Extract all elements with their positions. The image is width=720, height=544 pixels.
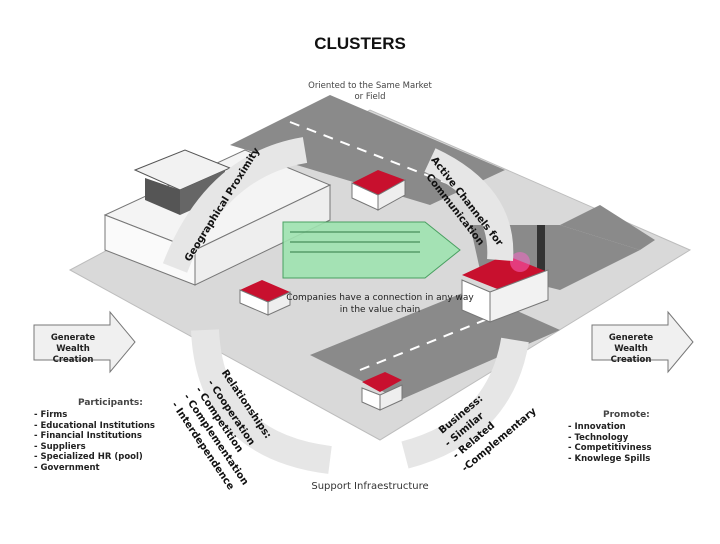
participants-list: - Firms - Educational Institutions - Fin…	[34, 410, 155, 473]
house-bottom-side	[379, 384, 403, 411]
participants-title: Participants:	[78, 398, 143, 408]
channels-arc	[424, 148, 514, 261]
diagram-title: CLUSTERS	[314, 34, 406, 53]
roof-block-side	[180, 170, 225, 215]
factory-chimney	[537, 225, 545, 275]
promote-item: - Knowlege Spills	[568, 453, 651, 464]
promote-item: - Technology	[568, 432, 629, 443]
oriented-label: Oriented to the Same Market or Field	[308, 81, 432, 102]
right-arrow-label: Generete Wealth Creation	[608, 333, 654, 365]
business-arc	[401, 337, 529, 469]
big-building-side	[194, 184, 331, 286]
left-arrow-label: Generate Wealth Creation	[50, 333, 96, 365]
factory-glow	[510, 252, 530, 272]
roof-block-front	[145, 178, 180, 215]
promote-list: - Innovation - Technology - Competitivin…	[568, 422, 652, 464]
house-mid-roof	[240, 280, 290, 302]
participant-item: - Financial Institutions	[34, 431, 142, 441]
road-right-end	[560, 205, 655, 250]
house-top-side	[377, 179, 406, 211]
value-chain-arrow	[282, 221, 461, 279]
participant-item: - Government	[34, 462, 100, 473]
house-mid-side	[267, 291, 291, 316]
promote-title: Promote:	[603, 410, 650, 420]
promote-item: - Innovation	[568, 422, 626, 432]
support-label: Support Infraestructure	[311, 481, 429, 492]
participant-item: - Firms	[34, 410, 68, 420]
relationships-arc	[191, 329, 332, 474]
left-arrow-shape	[33, 310, 136, 374]
participant-item: - Specialized HR (pool)	[34, 452, 143, 462]
house-bottom-roof	[362, 372, 402, 392]
geo-arc	[162, 137, 308, 273]
promote-item: - Competitiviness	[568, 443, 652, 453]
factory-side	[489, 269, 549, 323]
value-chain-label: Companies have a connection in any way i…	[286, 293, 474, 315]
participant-item: - Suppliers	[34, 441, 86, 452]
participant-item: - Educational Institutions	[34, 420, 155, 431]
right-arrow-shape	[591, 310, 694, 374]
road-top-dash	[289, 121, 466, 191]
